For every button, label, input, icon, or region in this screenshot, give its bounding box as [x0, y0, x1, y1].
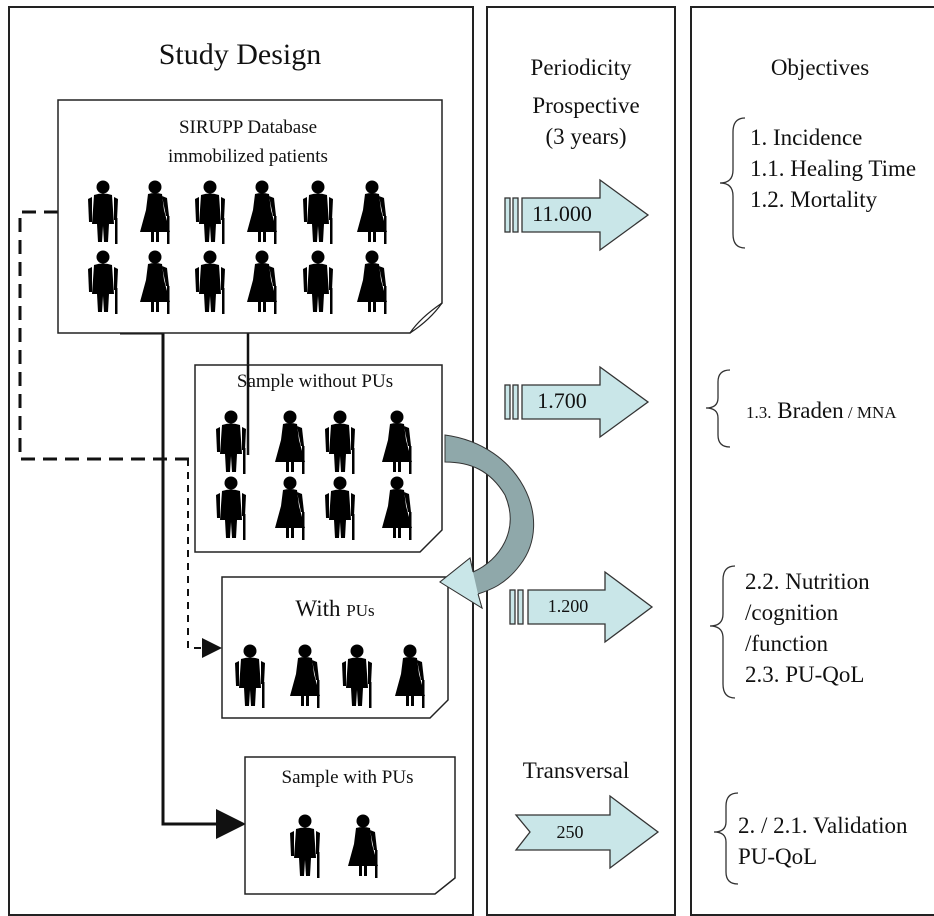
with-pus-title: With PUs [222, 596, 448, 622]
objective-braden-suffix: MNA [856, 403, 897, 422]
with-pus-abbrev: PUs [346, 601, 375, 620]
arrow-1200-label: 1.200 [547, 596, 589, 616]
objective-nutrition: 2.2. Nutrition [745, 569, 870, 594]
objective-braden-prefix: 1.3. [746, 403, 772, 422]
arrow-250-label: 250 [556, 822, 584, 842]
brace-2 [705, 369, 731, 448]
arrow-11000 [504, 178, 650, 252]
database-title: SIRUPP Database [178, 117, 318, 138]
objective-cognition: /cognition [745, 600, 839, 625]
objective-validation-pu-qol: PU-QoL [738, 844, 818, 869]
arrow-11000-label: 11.000 [532, 201, 592, 226]
objectives-column [690, 6, 934, 916]
objective-incidence: 1. Incidence [750, 125, 863, 150]
study-design-heading: Study Design [158, 38, 322, 71]
brace-1 [719, 117, 746, 249]
without-pus-title: Sample without PUs [236, 371, 394, 392]
objective-mortality: 1.2. Mortality [750, 187, 878, 212]
without-pus-box [194, 364, 443, 553]
sample-with-pus-box [244, 756, 456, 895]
objective-healing-time: 1.1. Healing Time [750, 156, 917, 181]
with-pus-box [221, 576, 449, 719]
objectives-heading: Objectives [770, 55, 870, 80]
objective-braden-mna: 1.3. Braden / MNA [746, 395, 897, 428]
objective-validation: 2. / 2.1. Validation [738, 813, 908, 838]
brace-4 [713, 792, 739, 885]
periodicity-heading: Periodicity [530, 55, 632, 80]
prospective-label: Prospective [532, 93, 640, 118]
arrow-1700 [504, 365, 650, 439]
arrow-1200 [509, 570, 654, 644]
transversal-label: Transversal [522, 758, 630, 783]
database-subtitle: immobilized patients [168, 146, 328, 167]
arrow-250 [514, 794, 660, 870]
sample-with-pus-title: Sample with PUs [281, 767, 414, 788]
with-pus-word: With [295, 596, 341, 621]
arrow-1700-label: 1.700 [537, 388, 587, 413]
dashed-line-loop [18, 210, 225, 461]
dashed-line-to-with-pus [187, 459, 222, 658]
periodicity-column [486, 6, 676, 916]
prospective-duration: (3 years) [545, 124, 627, 149]
objective-function: /function [745, 631, 829, 656]
objective-braden-sep: / [843, 403, 857, 422]
brace-3 [709, 565, 736, 699]
objective-braden-main: Braden [777, 398, 844, 423]
objective-pu-qol: 2.3. PU-QoL [745, 662, 865, 687]
